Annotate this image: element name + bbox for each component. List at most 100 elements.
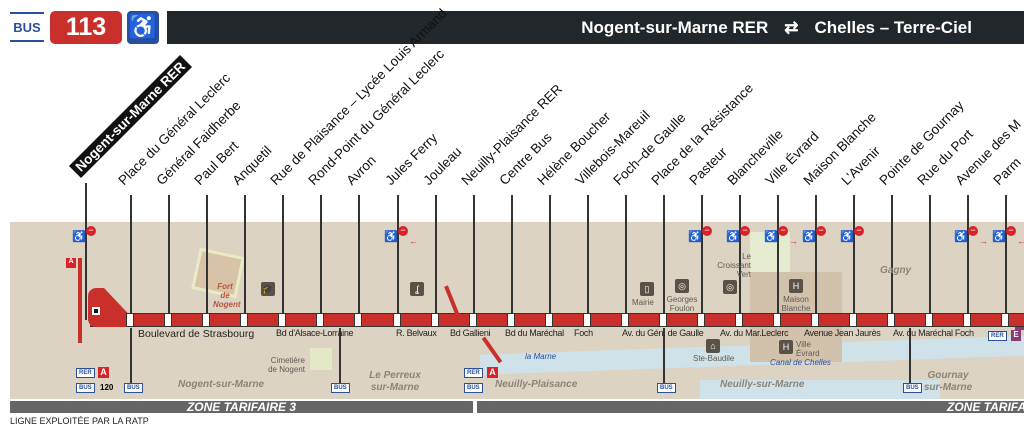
cemetery-area (310, 348, 332, 370)
bus-mode-badge: BUS (10, 12, 44, 42)
stop-marker (545, 313, 553, 327)
stop-leader-line (549, 195, 551, 320)
wheelchair-icon: ♿ (127, 11, 159, 44)
arrow-icon: ← (1017, 236, 1024, 246)
town-label: Neuilly-Plaisance (495, 379, 578, 390)
no-entry-icon: − (1006, 226, 1016, 236)
hospital-icon: H (789, 279, 803, 293)
street-label: Av. du Mar.Leclerc (720, 328, 789, 338)
bus-connection-badge: BUS (464, 383, 483, 393)
destination-label: Chelles – Terre-Ciel (814, 17, 972, 37)
stop-marker (316, 313, 324, 327)
rer-badge: RER (464, 368, 483, 378)
connection-line (663, 328, 665, 383)
bus-connection-badge: BUS (124, 383, 143, 393)
terminus-stop-marker (92, 307, 100, 315)
stop-marker (887, 313, 895, 327)
street-label: Boulevard de Strasbourg (138, 328, 255, 340)
fort-label: Fort de Nogent (213, 282, 241, 309)
street-label: Av. du Maréchal Foch (893, 328, 974, 338)
stop-leader-line (358, 195, 360, 320)
stop-leader-line (815, 195, 817, 320)
wheelchair-icon: ♿ (954, 231, 968, 243)
rer-a-line (78, 258, 82, 343)
town-label: Gournay sur-Marne (923, 370, 973, 393)
wheelchair-icon: ♿ (992, 231, 1006, 243)
stop-leader-line (853, 195, 855, 320)
sports-icon: ◎ (723, 280, 737, 294)
arrow-icon: → (789, 236, 798, 246)
church-icon: ⌂ (706, 339, 720, 353)
street-label: Bd du Maréchal (505, 328, 564, 338)
cemetery-label: Cimetière de Nogent (268, 356, 305, 374)
town-label: Le Perreux sur-Marne (369, 370, 421, 393)
street-label: R. Belvaux (396, 328, 437, 338)
stop-marker (735, 313, 743, 327)
rer-badge: RER (988, 331, 1007, 341)
street-label: Av. du Gén. de Gaulle (622, 328, 704, 338)
origin-label: Nogent-sur-Marne RER (581, 17, 769, 37)
town-label: Neuilly-sur-Marne (720, 379, 805, 390)
direction-arrow-icon: ⇄ (784, 17, 799, 37)
stop-marker (278, 313, 286, 327)
stop-leader-line (777, 195, 779, 320)
stop-marker (811, 313, 819, 327)
stop-marker (354, 313, 362, 327)
sports-icon: ◎ (675, 279, 689, 293)
stop-marker (963, 313, 971, 327)
hospital-icon: H (779, 340, 793, 354)
wheelchair-icon: ♿ (688, 231, 702, 243)
stop-leader-line (967, 195, 969, 320)
stop-leader-line (1005, 195, 1007, 320)
wheelchair-icon: ♿ (840, 231, 854, 243)
connection-line (339, 328, 341, 383)
bus-connection-badge: BUS (903, 383, 922, 393)
poi-label: Ste-Baudile (693, 354, 735, 363)
stop-leader-line (168, 195, 170, 320)
bus-route-line (90, 313, 1024, 327)
stop-marker (697, 313, 705, 327)
no-entry-icon: − (702, 226, 712, 236)
town-label: Gagny (880, 265, 912, 276)
stop-name[interactable]: Avron (343, 152, 379, 188)
stop-name[interactable]: Parm (990, 154, 1024, 188)
line-number-badge: 113 (50, 11, 122, 44)
poi-label: Mairie (632, 298, 654, 307)
stop-leader-line (320, 195, 322, 320)
street-label: Bd d'Alsace-Lorraine (276, 328, 354, 338)
stop-leader-line (701, 195, 703, 320)
town-label: Nogent-sur-Marne (178, 379, 265, 390)
no-entry-icon: − (854, 226, 864, 236)
rer-a-badge: A (98, 367, 109, 378)
no-entry-icon: − (398, 226, 408, 236)
stop-marker (240, 313, 248, 327)
street-label: Avenue Jean Jaurès (804, 328, 881, 338)
stop-leader-line (435, 195, 437, 320)
stop-marker (507, 313, 515, 327)
fare-zone-4-label: ZONE TARIFAIRE 4 (947, 401, 1024, 413)
canal-label: Canal de Chelles (770, 358, 831, 367)
bus-connection-badge: BUS (657, 383, 676, 393)
poi-label: Georges Foulon (666, 295, 698, 313)
street-label: Bd Gallieni (450, 328, 491, 338)
stop-leader-line (929, 195, 931, 320)
poi-label: Maison Blanche (781, 295, 811, 313)
stop-leader-line (587, 195, 589, 320)
stop-marker (1001, 313, 1009, 327)
river-label: la Marne (525, 352, 557, 361)
stop-leader-line (282, 195, 284, 320)
stop-marker (849, 313, 857, 327)
stop-leader-line (473, 195, 475, 320)
rer-e-line (1015, 327, 1024, 330)
stop-marker (393, 313, 401, 327)
stop-marker (126, 313, 134, 327)
pool-icon: ʆ (410, 282, 424, 296)
stop-marker (431, 313, 439, 327)
bus-connection-badge: BUS (76, 383, 95, 393)
stop-marker (773, 313, 781, 327)
no-entry-icon: − (86, 226, 96, 236)
stop-leader-line (625, 195, 627, 320)
no-entry-icon: − (740, 226, 750, 236)
fare-zone-4: ZONE TARIFAIRE 4 (477, 401, 1024, 413)
stop-marker (583, 313, 591, 327)
